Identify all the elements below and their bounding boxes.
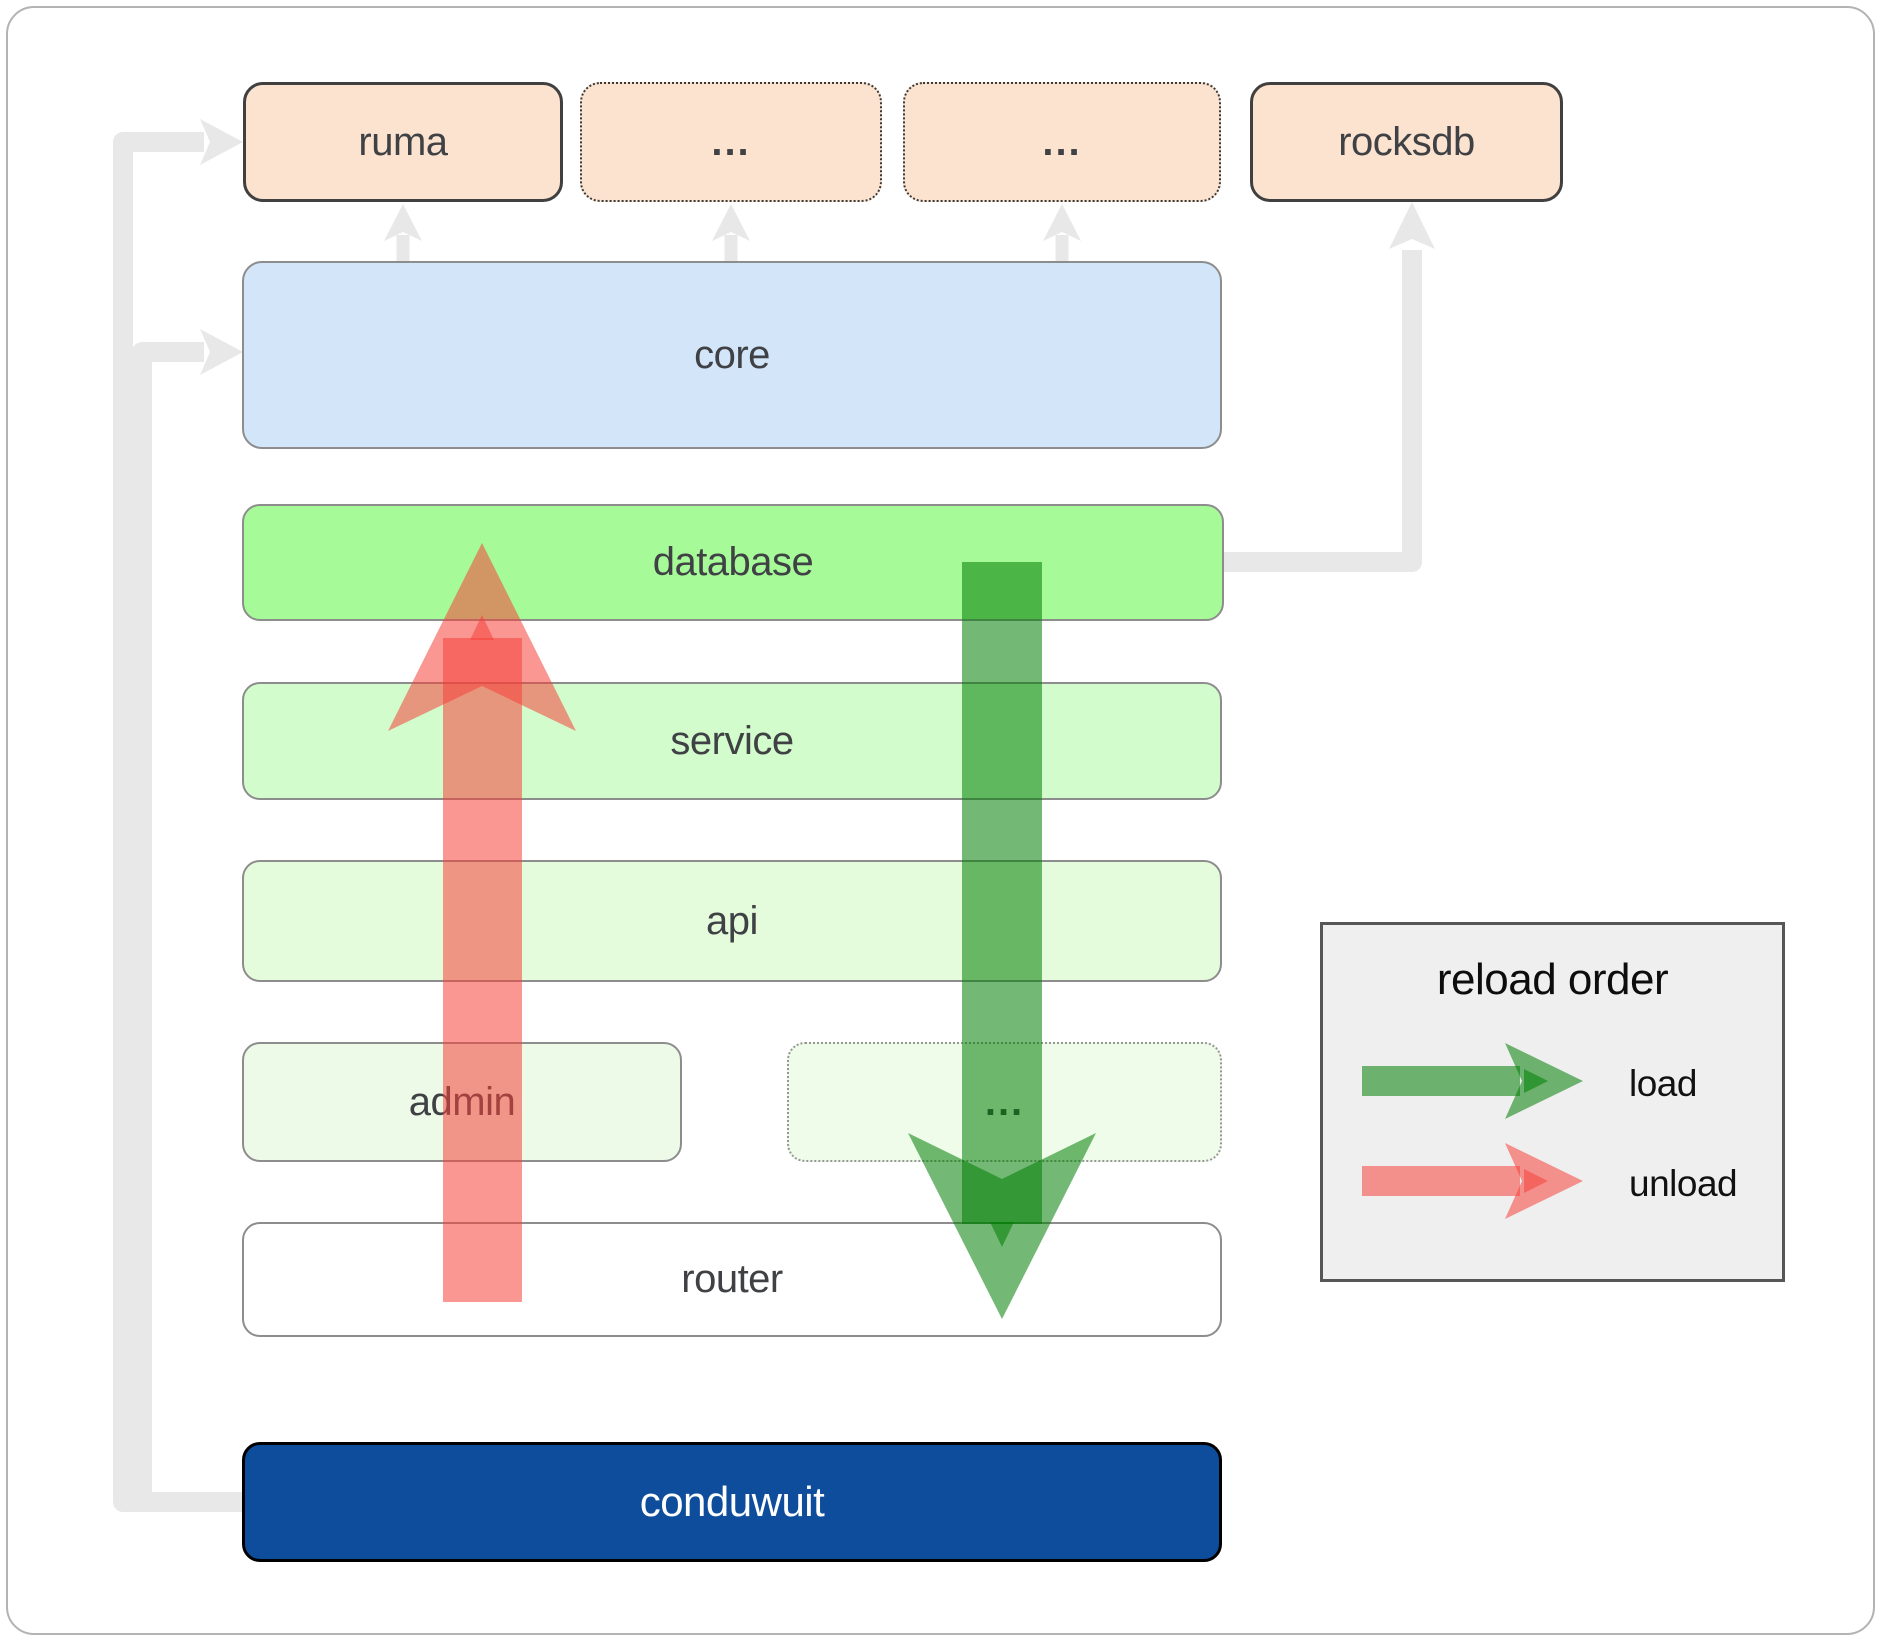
node-label: conduwuit [639, 1478, 825, 1525]
node-label: ruma [358, 119, 448, 164]
node-ellipsis-top-2: ... [903, 82, 1221, 202]
legend-title: reload order [1436, 955, 1669, 1004]
node-ellipsis-bottom: ... [787, 1042, 1222, 1162]
node-label: ... [711, 119, 751, 164]
arrowhead-right-icon [200, 119, 243, 165]
node-api: api [242, 860, 1222, 982]
node-label: api [706, 898, 758, 943]
legend-unload-label: unload [1629, 1163, 1738, 1204]
arrowhead-right-icon [200, 329, 243, 375]
node-rocksdb: rocksdb [1250, 82, 1563, 202]
diagram-border [6, 6, 1875, 1635]
node-label: ... [1042, 119, 1082, 164]
node-label: core [694, 332, 770, 377]
node-admin: admin [242, 1042, 682, 1162]
node-label: router [681, 1257, 783, 1301]
connector-database-to-rocksdb [1223, 250, 1422, 572]
node-label: service [670, 718, 794, 763]
node-label: ... [984, 1079, 1025, 1124]
node-label: database [652, 540, 814, 584]
node-label: rocksdb [1338, 119, 1475, 164]
arrowhead-up-icon [712, 204, 750, 241]
node-router: router [242, 1222, 1222, 1337]
node-conduwuit: conduwuit [242, 1442, 1222, 1562]
node-ruma: ruma [243, 82, 563, 202]
node-label: admin [408, 1079, 516, 1124]
arrowhead-up-icon [1043, 204, 1081, 241]
arrowhead-up-icon [384, 204, 422, 241]
node-database: database [242, 504, 1224, 621]
node-core: core [242, 261, 1222, 449]
legend-load-label: load [1629, 1063, 1697, 1104]
legend-reload-order: reload order load unload [1320, 922, 1785, 1282]
arrowhead-up-icon [1389, 202, 1435, 249]
node-service: service [242, 682, 1222, 800]
connector-conduwuit-to-core [132, 342, 243, 1512]
node-ellipsis-top-1: ... [580, 82, 882, 202]
